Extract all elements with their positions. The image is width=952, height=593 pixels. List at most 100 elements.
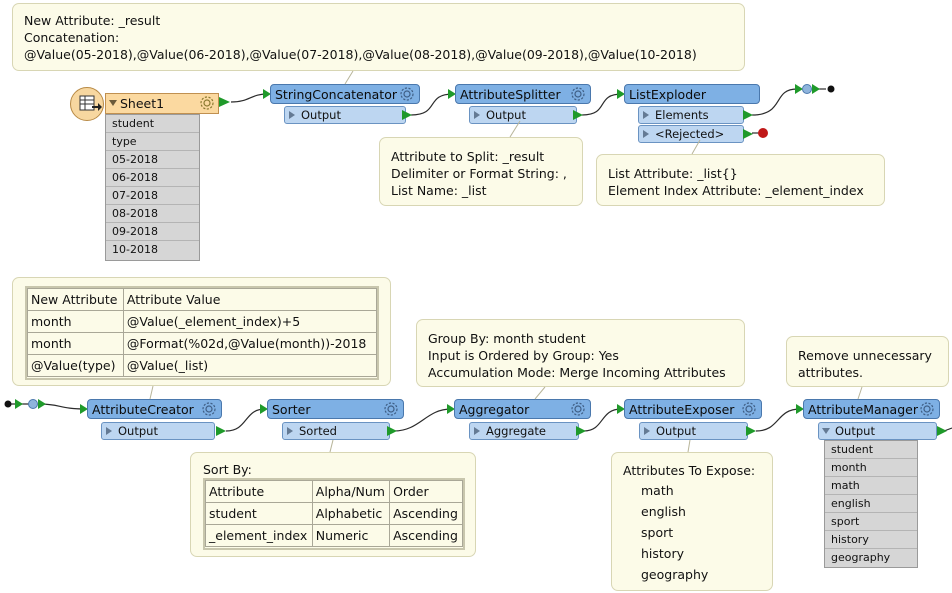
gear-icon[interactable] bbox=[919, 401, 935, 417]
transformer-name: StringConcatenator bbox=[275, 87, 397, 102]
output-port[interactable]: Output bbox=[284, 106, 406, 124]
gear-icon[interactable] bbox=[570, 401, 586, 417]
port-label: Output bbox=[486, 108, 526, 122]
reader-feature-type[interactable]: Sheet1 bbox=[105, 93, 219, 114]
output-port-arrow-icon[interactable] bbox=[575, 425, 587, 437]
collapse-arrow-icon[interactable] bbox=[109, 100, 117, 106]
input-port-arrow-icon[interactable] bbox=[795, 403, 805, 415]
gear-icon[interactable] bbox=[383, 401, 399, 417]
output-port-arrow-icon[interactable] bbox=[386, 425, 398, 437]
output-port-rejected[interactable]: <Rejected> bbox=[638, 125, 744, 143]
port-label: Elements bbox=[655, 108, 709, 122]
transformer-attributemanager[interactable]: AttributeManager bbox=[803, 399, 940, 419]
exposed-attribute: history bbox=[641, 546, 684, 561]
transformer-name: ListExploder bbox=[629, 87, 706, 102]
output-port[interactable]: Output bbox=[639, 422, 748, 440]
attribute-item: 07-2018 bbox=[106, 187, 199, 205]
table-header: Attribute bbox=[205, 480, 313, 503]
reader-icon[interactable] bbox=[70, 87, 104, 121]
table-row: month @Format(%02d,@Value(month))-2018 bbox=[27, 332, 378, 355]
table-cell: student bbox=[205, 502, 313, 525]
annotation-sorter[interactable]: Sort By: Attribute Alpha/Num Order stude… bbox=[190, 452, 476, 557]
output-port-arrow-icon[interactable] bbox=[572, 109, 584, 121]
output-port[interactable]: Aggregate bbox=[469, 422, 579, 440]
output-port[interactable]: Output bbox=[469, 106, 577, 124]
annotation-attributeexposer[interactable]: Attributes To Expose: math english sport… bbox=[611, 452, 773, 591]
annotation-line: Accumulation Mode: Merge Incoming Attrib… bbox=[428, 365, 726, 380]
exposed-attribute: geography bbox=[641, 567, 709, 582]
input-port-arrow-icon[interactable] bbox=[616, 88, 626, 100]
annotation-line: Concatenation: bbox=[24, 30, 120, 45]
table-header: New Attribute bbox=[27, 288, 124, 311]
attribute-item: month bbox=[825, 459, 917, 477]
sorter-table: Attribute Alpha/Num Order student Alphab… bbox=[205, 480, 463, 547]
spreadsheet-icon bbox=[79, 95, 102, 111]
port-label: <Rejected> bbox=[655, 127, 725, 141]
gear-icon[interactable] bbox=[201, 401, 217, 417]
attribute-item: geography bbox=[831, 551, 891, 564]
transformer-listexploder[interactable]: ListExploder bbox=[624, 84, 760, 104]
annotation-attributesplitter[interactable]: Attribute to Split: _result Delimiter or… bbox=[379, 137, 583, 206]
connection-line bbox=[751, 88, 798, 116]
junction-icon[interactable] bbox=[2, 397, 48, 411]
transformer-attributeexposer[interactable]: AttributeExposer bbox=[624, 399, 762, 419]
expand-arrow-icon[interactable] bbox=[643, 130, 649, 138]
annotation-line: Element Index Attribute: _element_index bbox=[608, 183, 864, 198]
output-port-arrow-icon[interactable] bbox=[215, 425, 227, 437]
transformer-attributecreator[interactable]: AttributeCreator bbox=[87, 399, 222, 419]
output-port[interactable]: Output bbox=[818, 422, 937, 440]
annotation-line: Group By: month student bbox=[428, 331, 586, 346]
table-row: _element_index Numeric Ascending bbox=[205, 524, 463, 547]
expand-arrow-icon[interactable] bbox=[474, 427, 480, 435]
annotation-attributemanager[interactable]: Remove unnecessary attributes. bbox=[786, 336, 949, 387]
output-port[interactable]: Output bbox=[101, 422, 215, 440]
output-port-arrow-icon[interactable] bbox=[936, 425, 948, 437]
transformer-stringconcatenator[interactable]: StringConcatenator bbox=[270, 84, 420, 104]
input-port-arrow-icon[interactable] bbox=[446, 403, 456, 415]
expand-arrow-icon[interactable] bbox=[644, 427, 650, 435]
attribute-item: student bbox=[106, 115, 199, 133]
input-port-arrow-icon[interactable] bbox=[262, 88, 272, 100]
annotation-listexploder[interactable]: List Attribute: _list{} Element Index At… bbox=[596, 154, 885, 206]
output-port-arrow-icon[interactable] bbox=[401, 109, 413, 121]
input-port-arrow-icon[interactable] bbox=[79, 403, 89, 415]
port-label: Output bbox=[301, 108, 341, 122]
expand-arrow-icon[interactable] bbox=[106, 427, 112, 435]
input-port-arrow-icon[interactable] bbox=[616, 403, 626, 415]
collapse-arrow-icon[interactable] bbox=[822, 428, 830, 434]
table-header-row: Attribute Alpha/Num Order bbox=[205, 480, 463, 503]
connection-line bbox=[225, 408, 266, 432]
expand-arrow-icon[interactable] bbox=[474, 111, 480, 119]
transformer-aggregator[interactable]: Aggregator bbox=[454, 399, 591, 419]
input-port-arrow-icon[interactable] bbox=[259, 403, 269, 415]
annotation-line: Remove unnecessary bbox=[798, 348, 932, 363]
table-row: @Value(type) @Value(_list) bbox=[27, 354, 378, 377]
output-port-arrow-icon[interactable] bbox=[218, 96, 232, 108]
transformer-sorter[interactable]: Sorter bbox=[267, 399, 404, 419]
gear-icon[interactable] bbox=[199, 95, 215, 111]
reader-attribute-list: student type 05-2018 06-2018 07-2018 08-… bbox=[105, 114, 200, 261]
rejected-endpoint-icon[interactable] bbox=[757, 127, 769, 139]
output-port-elements[interactable]: Elements bbox=[638, 106, 744, 124]
gear-icon[interactable] bbox=[399, 86, 415, 102]
expand-arrow-icon[interactable] bbox=[287, 427, 293, 435]
gear-icon[interactable] bbox=[741, 401, 757, 417]
transformer-attributesplitter[interactable]: AttributeSplitter bbox=[455, 84, 591, 104]
attribute-item: 06-2018 bbox=[106, 169, 199, 187]
exposed-attribute: sport bbox=[641, 525, 674, 540]
annotation-attributecreator[interactable]: New Attribute Attribute Value month @Val… bbox=[12, 277, 391, 386]
junction-icon[interactable] bbox=[794, 82, 838, 96]
expand-arrow-icon[interactable] bbox=[643, 111, 649, 119]
output-port-arrow-icon[interactable] bbox=[742, 128, 754, 140]
attribute-item: type bbox=[106, 133, 199, 151]
output-port[interactable]: Sorted bbox=[282, 422, 390, 440]
output-port-arrow-icon[interactable] bbox=[745, 425, 757, 437]
gear-icon[interactable] bbox=[570, 86, 586, 102]
attribute-item: 08-2018 bbox=[106, 205, 199, 223]
transformer-name: AttributeManager bbox=[808, 402, 918, 417]
annotation-concatenation[interactable]: New Attribute: _result Concatenation: @V… bbox=[12, 3, 745, 71]
annotation-aggregator[interactable]: Group By: month student Input is Ordered… bbox=[416, 319, 745, 387]
input-port-arrow-icon[interactable] bbox=[447, 88, 457, 100]
output-port-arrow-icon[interactable] bbox=[742, 109, 754, 121]
expand-arrow-icon[interactable] bbox=[289, 111, 295, 119]
